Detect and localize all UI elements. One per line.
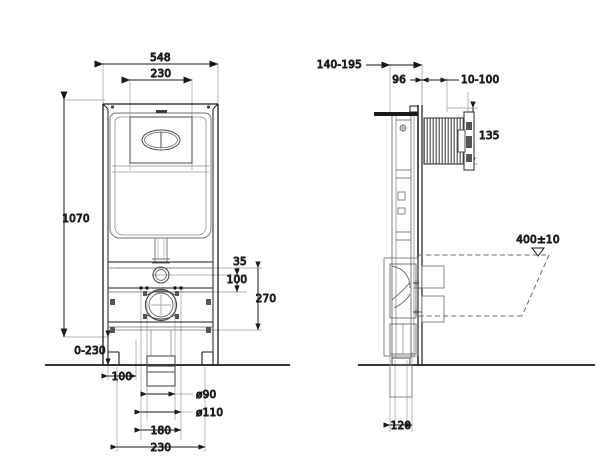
dim-96: 96 (392, 74, 423, 87)
dim-1070: 1070 (60, 91, 90, 338)
dim-135-label: 135 (479, 130, 500, 142)
front-view-group: 548 230 1070 0-230 100 35 100 (45, 52, 290, 455)
wc-bowl-outline (418, 254, 550, 317)
waste-pipe-side (389, 364, 413, 398)
side-view-group: 140-195 96 10-100 135 120 400±10 (316, 59, 595, 433)
dim-35: 35 (233, 256, 247, 276)
dim-10-100: 10-100 (421, 74, 500, 87)
dim-120: 120 (383, 420, 413, 433)
dim-1070-label: 1070 (62, 213, 90, 225)
outlet-flange-front (143, 288, 179, 322)
dim-230-plate: 230 (121, 68, 193, 84)
dim-270: 270 (255, 261, 277, 331)
dim-270-label: 270 (256, 293, 277, 305)
dim-100-offset-label: 100 (112, 371, 133, 383)
dim-180: 180 (134, 425, 182, 438)
dim-548-label: 548 (150, 52, 171, 64)
dim-d90: ø90 (140, 389, 217, 402)
flush-plate-front (129, 116, 193, 164)
dim-35-label: 35 (233, 256, 247, 268)
water-inlet-front (152, 266, 170, 284)
dim-180-label: 180 (151, 425, 172, 437)
waste-pipe-front (146, 330, 176, 387)
dim-230-plate-label: 230 (151, 68, 172, 80)
dim-0-230-label: 0-230 (74, 345, 106, 357)
dim-140-195-label: 140-195 (317, 59, 362, 71)
dim-548: 548 (94, 52, 219, 68)
dim-d90-label: ø90 (196, 389, 216, 401)
dim-100-inlet: 100 (226, 274, 248, 293)
dim-120-label: 120 (391, 420, 412, 432)
dim-d110: ø110 (134, 407, 224, 420)
wall-bracket-side (374, 112, 418, 116)
dim-100-inlet-label: 100 (227, 274, 248, 286)
dim-10-100-label: 10-100 (461, 74, 499, 86)
dim-230-base-label: 230 (151, 442, 172, 454)
dim-d110-label: ø110 (196, 407, 223, 419)
flush-plate-side (423, 111, 475, 171)
dim-100-offset: 100 (101, 371, 137, 384)
dim-230-base: 230 (110, 442, 206, 455)
level-marker-icon (531, 247, 545, 257)
dim-135: 135 (470, 101, 500, 165)
dim-400-10-label: 400±10 (516, 234, 559, 246)
dim-140-195: 140-195 (316, 59, 423, 72)
dim-400-10: 400±10 (516, 234, 560, 257)
dim-96-label: 96 (392, 74, 406, 86)
